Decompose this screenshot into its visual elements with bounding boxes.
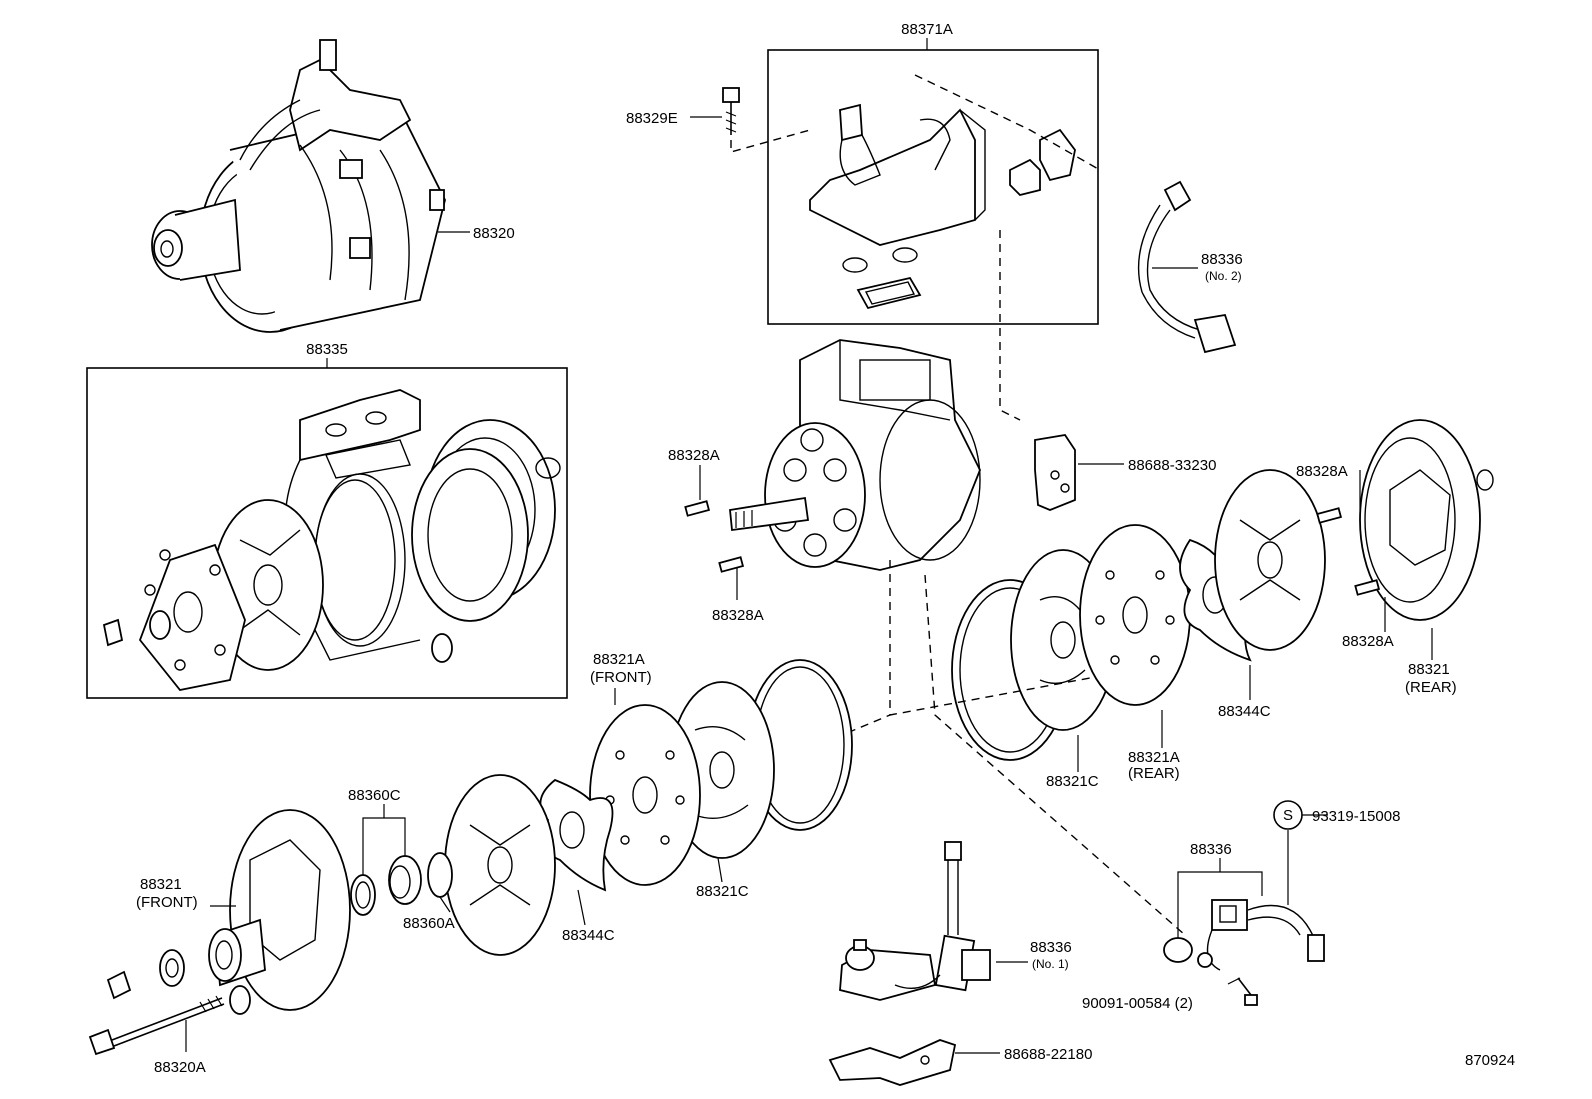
pin-left-bottom xyxy=(718,556,745,573)
label-88344c-front: 88344C xyxy=(562,927,615,944)
label-88321-front: 88321 xyxy=(140,876,182,893)
label-88320: 88320 xyxy=(473,225,515,242)
label-88321a-rear: 88321A xyxy=(1128,749,1180,766)
label-88320a: 88320A xyxy=(154,1059,206,1076)
label-88328a-right-top: 88328A xyxy=(1296,463,1348,480)
label-88336-no2-sub: (No. 2) xyxy=(1205,269,1242,283)
plate-front xyxy=(589,704,701,886)
bracket-88688-22180 xyxy=(828,1039,957,1086)
label-88336-no1: 88336 xyxy=(1030,939,1072,956)
label-88688-33230: 88688-33230 xyxy=(1128,457,1216,474)
label-88321a-front-sub: (FRONT) xyxy=(590,669,652,686)
pin-right-top xyxy=(1316,507,1343,524)
label-88336-mid: 88336 xyxy=(1190,841,1232,858)
seal-ring-a xyxy=(427,852,453,898)
pin-left-top xyxy=(684,500,711,517)
wire-harness-no2 xyxy=(1137,180,1237,354)
plate-rear xyxy=(1079,524,1191,706)
rear-housing xyxy=(1359,419,1494,621)
kit-contents xyxy=(102,389,561,691)
long-bolt xyxy=(88,995,225,1056)
suction-plate-front xyxy=(444,774,556,956)
wire-harness-mid xyxy=(1163,899,1325,971)
bracket-88688-33230 xyxy=(1034,434,1076,511)
label-88371a: 88371A xyxy=(901,21,953,38)
label-88335: 88335 xyxy=(306,341,348,358)
label-88328a-left-top: 88328A xyxy=(668,447,720,464)
label-88336-no1-sub: (No. 1) xyxy=(1032,957,1069,971)
compressor-assembly xyxy=(151,39,446,333)
label-88360a: 88360A xyxy=(403,915,455,932)
label-88321a-front: 88321A xyxy=(593,651,645,668)
cylinder-block xyxy=(729,339,981,571)
diagram-id: 870924 xyxy=(1465,1052,1515,1069)
label-88329e: 88329E xyxy=(626,110,678,127)
front-housing xyxy=(208,809,351,1011)
screw-90091 xyxy=(1237,977,1258,1006)
label-s-mark: S xyxy=(1283,807,1293,824)
pin-right-bottom xyxy=(1354,579,1381,596)
suction-plate-right xyxy=(1214,469,1326,651)
label-88688-22180: 88688-22180 xyxy=(1004,1046,1092,1063)
label-88321-rear-sub: (REAR) xyxy=(1405,679,1457,696)
label-88328a-left-bottom: 88328A xyxy=(712,607,764,624)
nut-front xyxy=(106,970,132,1000)
wire-harness-no1 xyxy=(839,841,991,1001)
label-88321c-front: 88321C xyxy=(696,883,749,900)
label-88321a-rear-sub: (REAR) xyxy=(1128,765,1180,782)
bolt-88329e xyxy=(722,87,740,135)
label-90091-00584: 90091-00584 (2) xyxy=(1082,995,1193,1012)
label-93319-15008: 93319-15008 xyxy=(1312,808,1400,825)
bearing-front xyxy=(159,949,185,987)
label-88328a-right-bottom: 88328A xyxy=(1342,633,1394,650)
label-88321-rear: 88321 xyxy=(1408,661,1450,678)
label-88344c-right: 88344C xyxy=(1218,703,1271,720)
seals-88360c xyxy=(350,855,422,916)
label-88321c-right: 88321C xyxy=(1046,773,1099,790)
cover-assembly xyxy=(809,103,1076,310)
label-88336-no2: 88336 xyxy=(1201,251,1243,268)
label-88360c: 88360C xyxy=(348,787,401,804)
cover-assembly-box xyxy=(767,49,1099,325)
label-88321-front-sub: (FRONT) xyxy=(136,894,198,911)
